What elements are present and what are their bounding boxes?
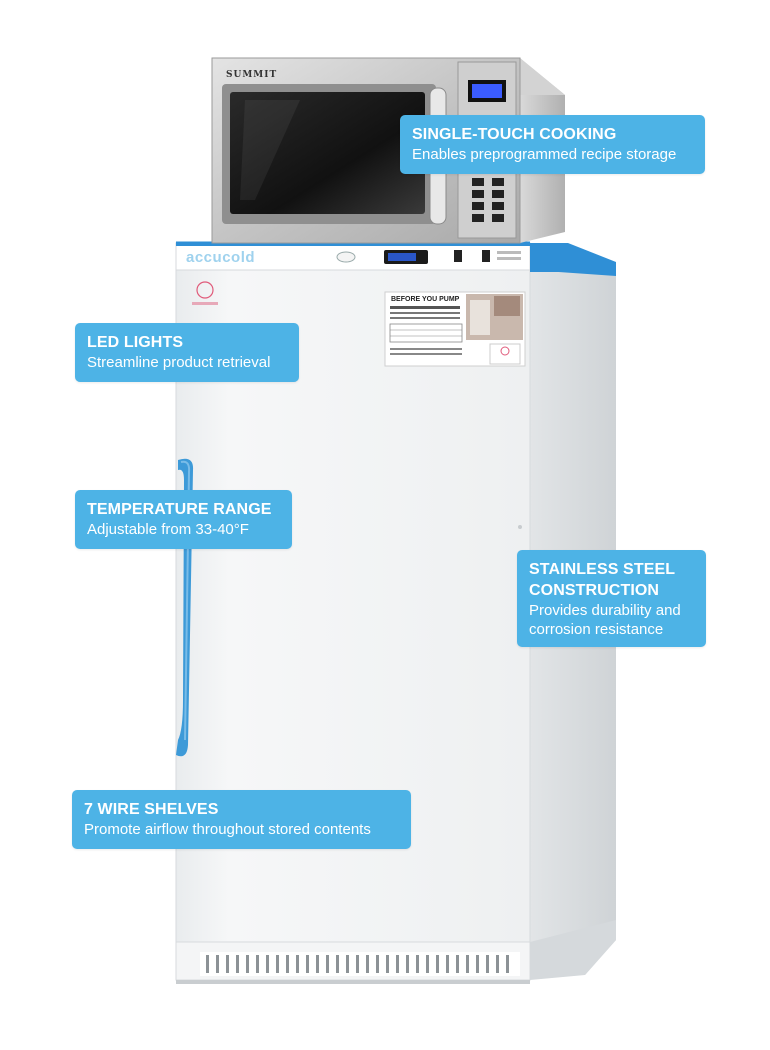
callout-title: 7 WIRE SHELVES bbox=[84, 801, 219, 818]
callout-title-line-1: STAINLESS STEEL bbox=[529, 561, 676, 578]
callout-description-line-2: corrosion resistance bbox=[529, 621, 664, 638]
callout-title: LED LIGHTS bbox=[87, 334, 184, 351]
callout-stainless-steel: STAINLESS STEEL CONSTRUCTION Provides du… bbox=[517, 550, 706, 647]
callout-title: TEMPERATURE RANGE bbox=[87, 501, 272, 518]
callout-description: Adjustable from 33-40°F bbox=[87, 521, 249, 538]
microwave-brand: SUMMIT bbox=[226, 70, 278, 80]
callout-description: Streamline product retrieval bbox=[87, 354, 271, 371]
callout-description-line-1: Provides durability and bbox=[529, 602, 681, 619]
door-label-heading: BEFORE YOU PUMP bbox=[391, 296, 460, 303]
callout-title-line-2: CONSTRUCTION bbox=[529, 582, 660, 599]
callout-led-lights: LED LIGHTS Streamline product retrieval bbox=[75, 323, 299, 382]
callout-description: Promote airflow throughout stored conten… bbox=[84, 821, 371, 838]
callout-title: SINGLE-TOUCH COOKING bbox=[412, 126, 617, 143]
callout-single-touch-cooking: SINGLE-TOUCH COOKING Enables preprogramm… bbox=[400, 115, 705, 174]
callout-temperature-range: TEMPERATURE RANGE Adjustable from 33-40°… bbox=[75, 490, 292, 549]
fridge-brand: accucold bbox=[186, 249, 256, 266]
kickplate-vents bbox=[206, 955, 509, 973]
callout-description: Enables preprogrammed recipe storage bbox=[412, 146, 677, 163]
callout-wire-shelves: 7 WIRE SHELVES Promote airflow throughou… bbox=[72, 790, 411, 849]
